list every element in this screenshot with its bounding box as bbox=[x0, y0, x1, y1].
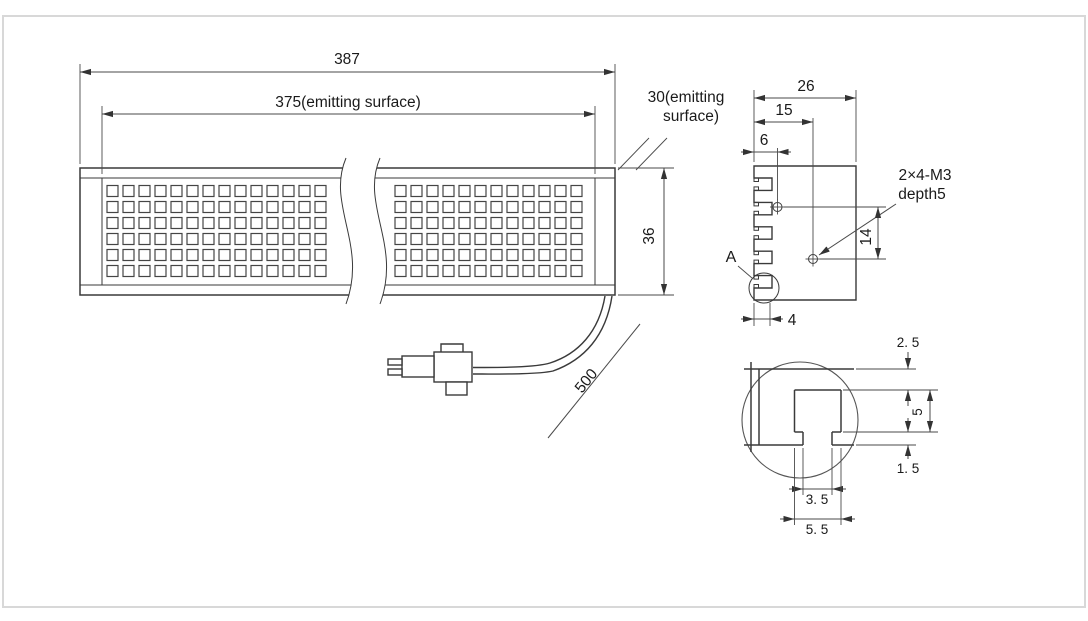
detail-view-a: 2. 5 5 1. 5 3. 5 bbox=[741, 335, 938, 537]
dim-36-label: 36 bbox=[641, 227, 658, 244]
front-view: 387 375(emitting surface) 30(emitting su… bbox=[79, 51, 725, 439]
connector-body bbox=[433, 351, 473, 383]
dim-emitting-length: 375(emitting surface) bbox=[101, 94, 596, 174]
detail-boundary-circle bbox=[741, 361, 859, 479]
dim-2-5-label: 2. 5 bbox=[897, 335, 920, 350]
dim-15-label: 15 bbox=[775, 102, 792, 119]
dim-hole-col2: 15 bbox=[754, 102, 814, 252]
dim-emitting-height: 30(emitting surface) bbox=[617, 89, 725, 171]
dim-overall-length: 387 bbox=[79, 51, 616, 164]
thread-note: 2×4-M3 depth5 bbox=[818, 167, 952, 256]
detail-callout-a: A bbox=[726, 249, 780, 304]
thread-note-line1: 2×4-M3 bbox=[899, 167, 952, 184]
dim-groove-depth: 4 bbox=[741, 303, 797, 329]
dim-30-label-line1: 30(emitting bbox=[648, 89, 725, 106]
detail-a-circle bbox=[748, 272, 780, 304]
extrusion-profile bbox=[753, 165, 857, 301]
dim-hole-row-spacing: 14 bbox=[784, 206, 886, 260]
groove-lips bbox=[753, 177, 759, 289]
detail-a-label: A bbox=[726, 249, 737, 266]
dim-30-label-line2: surface) bbox=[663, 108, 719, 125]
dim-14-label: 14 bbox=[858, 228, 875, 246]
dim-500-label: 500 bbox=[572, 365, 602, 396]
dim-hole-col1: 6 bbox=[741, 132, 791, 200]
connector-front bbox=[401, 355, 435, 378]
detail-a-leader bbox=[737, 265, 753, 279]
led-array-right bbox=[394, 183, 584, 279]
dim-6-label: 6 bbox=[760, 132, 769, 149]
dim-body-height: 36 bbox=[618, 167, 674, 296]
connector-tab bbox=[445, 381, 468, 396]
cable bbox=[472, 295, 613, 375]
dim-3-5-label: 3. 5 bbox=[806, 492, 829, 507]
connector-pin-1 bbox=[387, 358, 403, 366]
connector-pin-2 bbox=[387, 368, 403, 376]
dim-5-5-label: 5. 5 bbox=[806, 522, 829, 537]
dim-5-label: 5 bbox=[910, 408, 925, 416]
thread-note-leader bbox=[818, 203, 897, 256]
connector-latch bbox=[440, 343, 464, 352]
dim-opening-width: 3. 5 bbox=[789, 448, 846, 507]
dim-lip: 1. 5 bbox=[856, 418, 919, 476]
led-array-left bbox=[106, 183, 328, 279]
connector bbox=[387, 343, 473, 396]
dim-top-wall: 2. 5 bbox=[856, 335, 919, 406]
page-border bbox=[2, 15, 1086, 608]
end-view: 26 15 6 2×4-M3 depth5 bbox=[726, 78, 952, 329]
break-line bbox=[339, 157, 388, 305]
dim-overall-width: 26 bbox=[753, 78, 857, 162]
thread-hole-1 bbox=[770, 199, 785, 215]
dim-1-5-label: 1. 5 bbox=[897, 461, 920, 476]
dim-cavity-depth: 5 bbox=[843, 389, 938, 433]
thread-note-line2: depth5 bbox=[898, 186, 945, 203]
thread-hole-2 bbox=[805, 251, 821, 267]
groove-profile bbox=[744, 362, 854, 452]
dim-4-label: 4 bbox=[788, 312, 797, 329]
dim-cavity-width: 5. 5 bbox=[780, 448, 855, 537]
dim-26-label: 26 bbox=[797, 78, 814, 95]
dim-387-label: 387 bbox=[334, 51, 360, 68]
dim-375-label: 375(emitting surface) bbox=[275, 94, 421, 111]
